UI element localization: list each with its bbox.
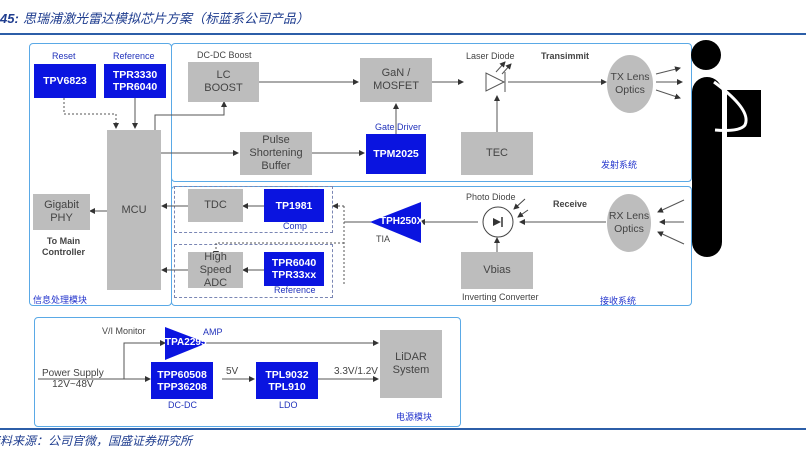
dcdc-label: DC-DC bbox=[168, 400, 197, 410]
pulse-line-2: Shortening bbox=[249, 147, 303, 159]
reference-chip: TPR3330 TPR6040 bbox=[104, 64, 166, 98]
mcu-to-boost-line bbox=[154, 101, 227, 130]
tx-lens-line-2: Optics bbox=[615, 84, 645, 96]
rx-lens-line-2: Optics bbox=[614, 223, 644, 235]
ldo-chip-1: TPL9032 bbox=[265, 368, 309, 381]
reset-to-mcu-line bbox=[63, 98, 119, 129]
ldo-chip: TPL9032 TPL910 bbox=[256, 362, 318, 399]
figure-title-text: 思瑞浦激光雷达模拟芯片方案（标蓝系公司产品） bbox=[22, 12, 309, 27]
gigabit-phy-block: Gigabit PHY bbox=[33, 194, 90, 230]
amp-label: AMP bbox=[203, 327, 223, 337]
phy-line-1: Gigabit bbox=[44, 199, 79, 211]
reference-group bbox=[174, 244, 333, 298]
top-rule bbox=[0, 33, 806, 35]
laser-diode-label: Laser Diode bbox=[466, 51, 515, 61]
adc-line-2: ADC bbox=[203, 276, 228, 289]
gan-line-2: MOSFET bbox=[373, 80, 419, 92]
mcu-text: MCU bbox=[121, 203, 147, 216]
reset-chip-text: TPV6823 bbox=[43, 75, 87, 87]
dcdc-chip-2: TPP36208 bbox=[157, 380, 207, 393]
transmit-label: Transimmit bbox=[541, 51, 590, 61]
power-module-label: 电源模块 bbox=[396, 413, 433, 423]
tec-block: TEC bbox=[461, 132, 533, 175]
reference-rx-label: Reference bbox=[274, 285, 316, 295]
gate-driver-label: Gate Driver bbox=[375, 122, 422, 132]
gate-driver-chip-tpm2025: TPM2025 bbox=[366, 134, 426, 174]
to-main-line-1: To Main bbox=[46, 236, 81, 246]
tx-lens-line-1: TX Lens bbox=[610, 71, 650, 83]
comp-group bbox=[174, 186, 333, 233]
photo-diode-label: Photo Diode bbox=[466, 192, 516, 202]
bottom-rule bbox=[0, 428, 806, 430]
rx-system-label: 接收系统 bbox=[600, 297, 637, 307]
tia-triangle bbox=[370, 202, 421, 243]
lc-boost-line-2: BOOST bbox=[204, 82, 243, 94]
ldo-label: LDO bbox=[279, 400, 298, 410]
pulse-shortening-buffer-block: Pulse Shortening Buffer bbox=[240, 132, 312, 175]
vbias-block: Vbias bbox=[461, 252, 533, 289]
dcdc-boost-label: DC-DC Boost bbox=[197, 50, 252, 60]
to-main-line-2: Controller bbox=[42, 247, 86, 257]
reference-chip-1: TPR3330 bbox=[112, 69, 158, 81]
reset-chip-tpv6823: TPV6823 bbox=[34, 64, 96, 98]
reference-chip-rx: TPR6040 TPR33xx bbox=[264, 252, 324, 286]
ldo-chip-2: TPL910 bbox=[268, 380, 306, 393]
amp-chip-label: TPA2295 bbox=[165, 337, 207, 348]
to-main-controller-label: To Main Controller bbox=[42, 236, 85, 258]
gan-mosfet-block: GaN / MOSFET bbox=[360, 58, 432, 102]
figure-number: 45: bbox=[0, 11, 19, 26]
tdc-text: TDC bbox=[204, 199, 227, 211]
reset-label: Reset bbox=[52, 51, 76, 61]
mcu-block: MCU bbox=[107, 130, 161, 290]
pulse-line-1: Pulse bbox=[262, 134, 290, 146]
vbias-text: Vbias bbox=[483, 264, 511, 276]
reference-label: Reference bbox=[113, 51, 155, 61]
gate-driver-chip-text: TPM2025 bbox=[373, 148, 419, 160]
photo-diode-icon bbox=[482, 198, 529, 238]
vi-monitor-label: V/I Monitor bbox=[102, 326, 146, 336]
amp-triangle bbox=[165, 327, 207, 360]
tx-system-label: 发射系统 bbox=[601, 161, 638, 171]
dcdc-chip-1: TPP60508 bbox=[157, 368, 207, 381]
laser-diode-icon bbox=[485, 61, 512, 92]
comp-chip-tp1981: TP1981 bbox=[264, 189, 324, 222]
info-module-label: 信息处理模块 bbox=[33, 296, 88, 306]
5v-label: 5V bbox=[226, 366, 239, 377]
gan-line-1: GaN / bbox=[381, 67, 411, 79]
phy-line-2: PHY bbox=[50, 212, 73, 224]
source-caption: 资料来源：公司官微，国盛证券研究所 bbox=[0, 434, 193, 448]
power-supply-line-2: 12V~48V bbox=[52, 379, 94, 390]
dcdc-chip: TPP60508 TPP36208 bbox=[151, 362, 213, 399]
lidar-line-1: LiDAR bbox=[395, 351, 427, 363]
high-speed-adc-block: High Speed ADC bbox=[188, 250, 243, 289]
adc-line-1: High Speed bbox=[199, 250, 232, 276]
power-supply-line-1: Power Supply bbox=[42, 368, 104, 379]
lidar-line-2: System bbox=[392, 364, 430, 376]
ref-chip-1: TPR6040 bbox=[271, 257, 317, 269]
lidar-system-block: LiDAR System bbox=[380, 330, 442, 398]
figure-title: 45: 思瑞浦激光雷达模拟芯片方案（标蓝系公司产品） bbox=[0, 8, 309, 27]
receive-label: Receive bbox=[553, 199, 588, 209]
3v3-label: 3.3V/1.2V bbox=[334, 366, 378, 377]
tdc-block: TDC bbox=[188, 189, 243, 222]
tia-label: TIA bbox=[376, 234, 391, 244]
tec-text: TEC bbox=[486, 147, 508, 159]
comp-label: Comp bbox=[283, 221, 308, 231]
person-icon bbox=[691, 40, 761, 257]
rx-lens-optics: RX Lens Optics bbox=[607, 194, 651, 252]
tia-chip-label: TPH250X bbox=[380, 216, 424, 227]
reference-chip-2: TPR6040 bbox=[112, 81, 158, 93]
lc-boost-line-1: LC bbox=[216, 69, 231, 81]
power-supply-label: Power Supply 12V~48V bbox=[42, 368, 104, 390]
rx-lens-line-1: RX Lens bbox=[608, 210, 650, 222]
inverting-converter-label: Inverting Converter bbox=[462, 292, 539, 302]
ref-chip-2: TPR33xx bbox=[271, 269, 317, 281]
tx-lens-optics: TX Lens Optics bbox=[607, 55, 653, 113]
lc-boost-block: LC BOOST bbox=[188, 62, 259, 102]
pulse-line-3: Buffer bbox=[261, 160, 291, 172]
comp-chip-text: TP1981 bbox=[275, 199, 313, 212]
